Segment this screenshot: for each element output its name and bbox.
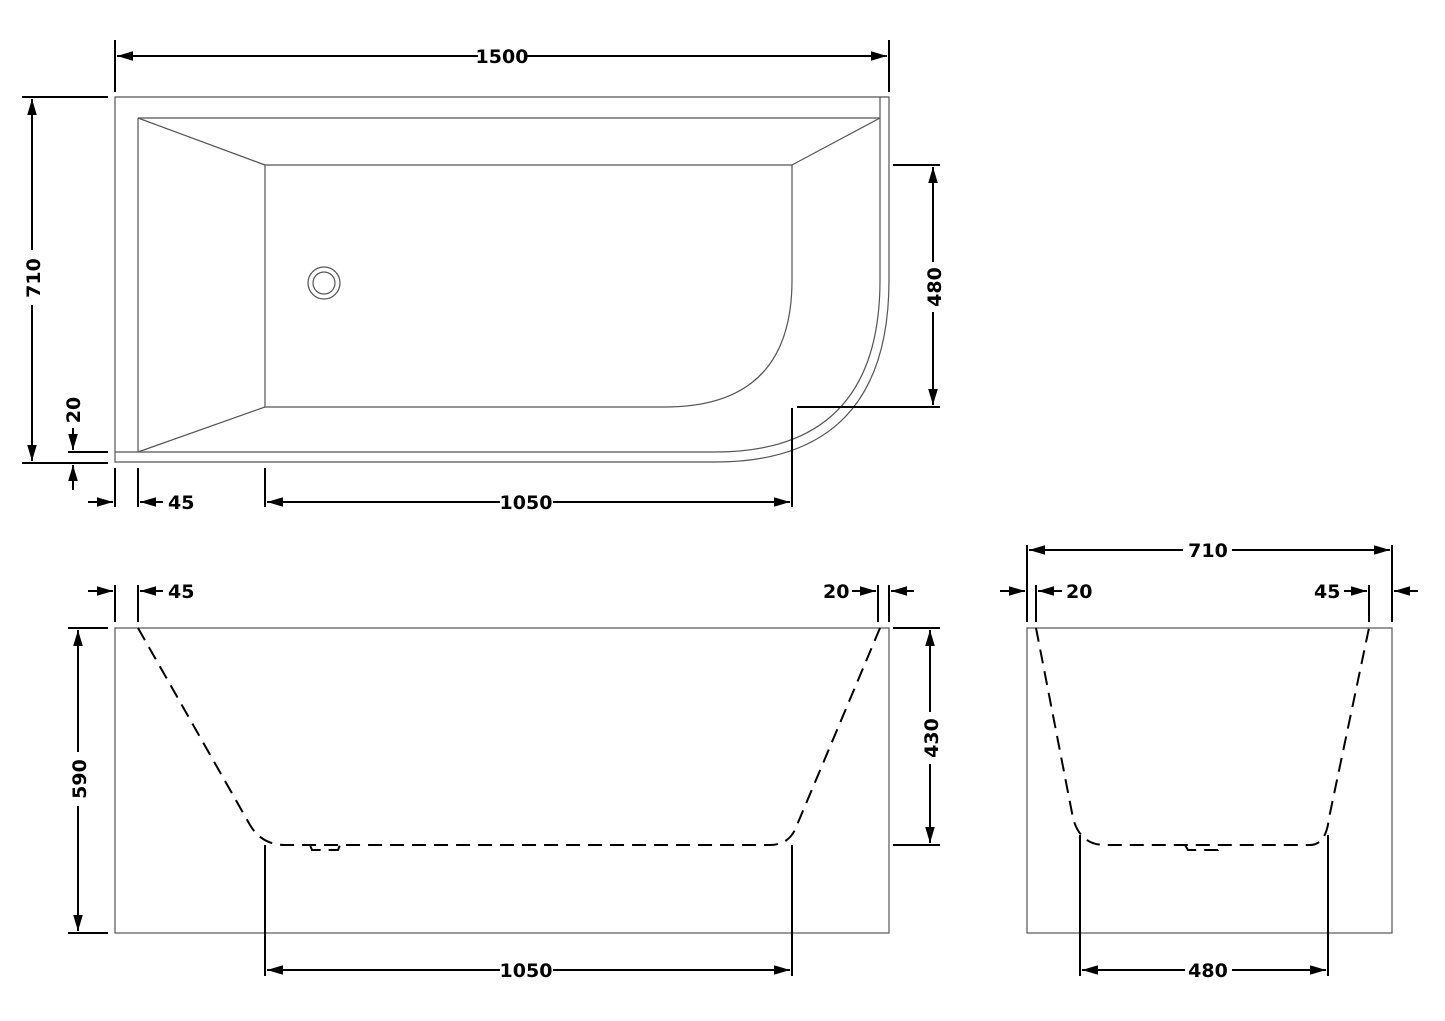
plan-rim-front-label: 20 — [63, 397, 85, 423]
front-depth-label: 430 — [921, 718, 943, 758]
front-rim-left-label: 45 — [168, 581, 194, 603]
front-elevation: 45 20 590 430 1050 — [68, 581, 943, 982]
plan-rim-left-label: 45 — [168, 492, 194, 514]
side-elevation: 710 20 45 480 — [1000, 540, 1418, 982]
side-rim-right-label: 45 — [1314, 581, 1340, 603]
side-width-label: 710 — [1188, 540, 1228, 562]
side-rim-left-label: 20 — [1066, 581, 1092, 603]
front-base-length-label: 1050 — [500, 960, 553, 982]
drain-icon — [307, 266, 341, 300]
plan-view: 1500 710 20 45 1050 480 — [22, 40, 946, 514]
front-rim-right-label: 20 — [823, 581, 849, 603]
plan-basin-length-label: 1050 — [500, 492, 553, 514]
side-base-width-label: 480 — [1188, 960, 1228, 982]
plan-basin-width-label: 480 — [924, 267, 946, 307]
plan-width-label: 710 — [23, 258, 45, 298]
plan-length-label: 1500 — [476, 46, 529, 68]
front-height-label: 590 — [69, 759, 91, 799]
